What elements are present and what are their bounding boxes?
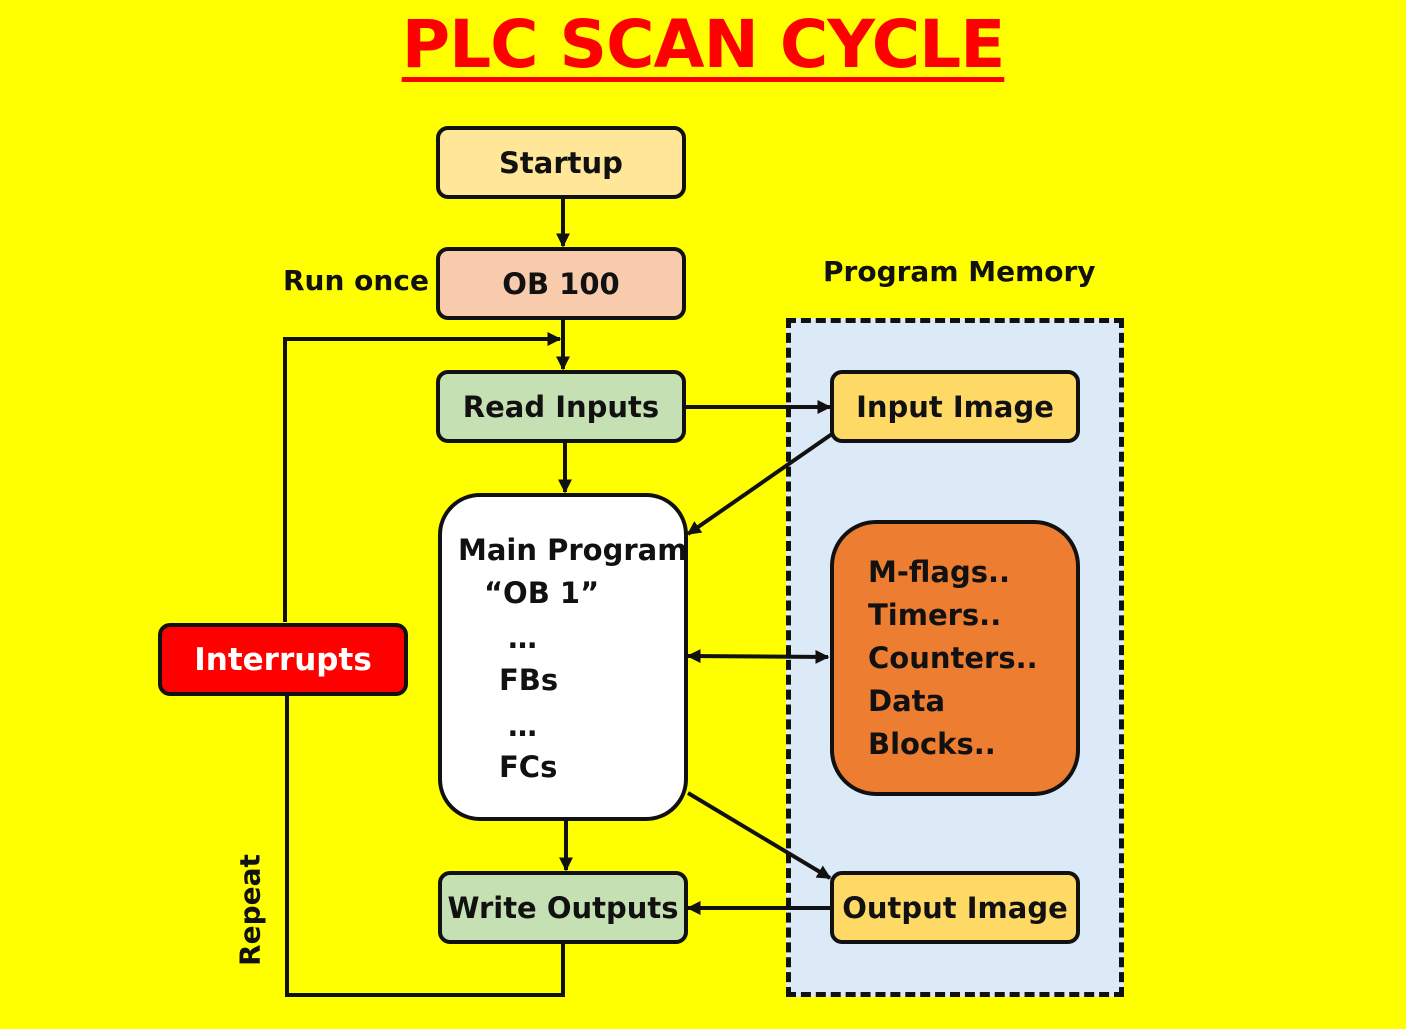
interrupts-box: Interrupts: [158, 623, 408, 696]
arrow-input-image-to-main: [686, 432, 834, 536]
interrupts-label: Interrupts: [194, 641, 372, 678]
diagram-title: PLC SCAN CYCLE: [0, 6, 1406, 83]
read-inputs-label: Read Inputs: [462, 389, 660, 424]
data-area-list: M-flags.. Timers.. Counters.. Data Block…: [868, 551, 1076, 766]
data-area-m-flags: M-flags..: [868, 554, 1011, 589]
arrow-main-to-output-image: [686, 791, 832, 880]
main-program-dots-2: …: [508, 709, 537, 743]
main-program-fcs: FCs: [499, 750, 558, 784]
read-inputs-box: Read Inputs: [436, 370, 686, 443]
input-image-box: Input Image: [830, 370, 1080, 443]
data-area-timers: Timers..: [868, 597, 1002, 632]
repeat-label: Repeat: [233, 854, 267, 966]
diagram-title-text: PLC SCAN CYCLE: [401, 6, 1006, 83]
main-program-box: Main Program “OB 1” … FBs … FCs: [438, 493, 688, 821]
repeat-loop-return: [283, 332, 562, 622]
main-program-title: Main Program: [458, 533, 688, 567]
data-area-data-blocks: Data Blocks..: [868, 683, 996, 761]
main-program-ob1: “OB 1”: [484, 576, 600, 610]
main-program-dots-1: …: [508, 621, 537, 655]
write-outputs-box: Write Outputs: [438, 871, 688, 944]
arrow-main-data-area-bidirectional: [686, 649, 830, 664]
startup-label: Startup: [499, 145, 623, 180]
input-image-label: Input Image: [856, 389, 1054, 424]
data-area-counters: Counters..: [868, 640, 1038, 675]
write-outputs-label: Write Outputs: [447, 890, 679, 925]
output-image-label: Output Image: [842, 890, 1068, 925]
ob100-label: OB 100: [502, 266, 620, 301]
data-area-box: M-flags.. Timers.. Counters.. Data Block…: [830, 520, 1080, 796]
repeat-loop: [285, 695, 565, 997]
startup-box: Startup: [436, 126, 686, 199]
ob100-box: OB 100: [436, 247, 686, 320]
run-once-label: Run once: [283, 264, 429, 297]
main-program-fbs: FBs: [499, 663, 559, 697]
output-image-box: Output Image: [830, 871, 1080, 944]
program-memory-label: Program Memory: [823, 255, 1096, 288]
